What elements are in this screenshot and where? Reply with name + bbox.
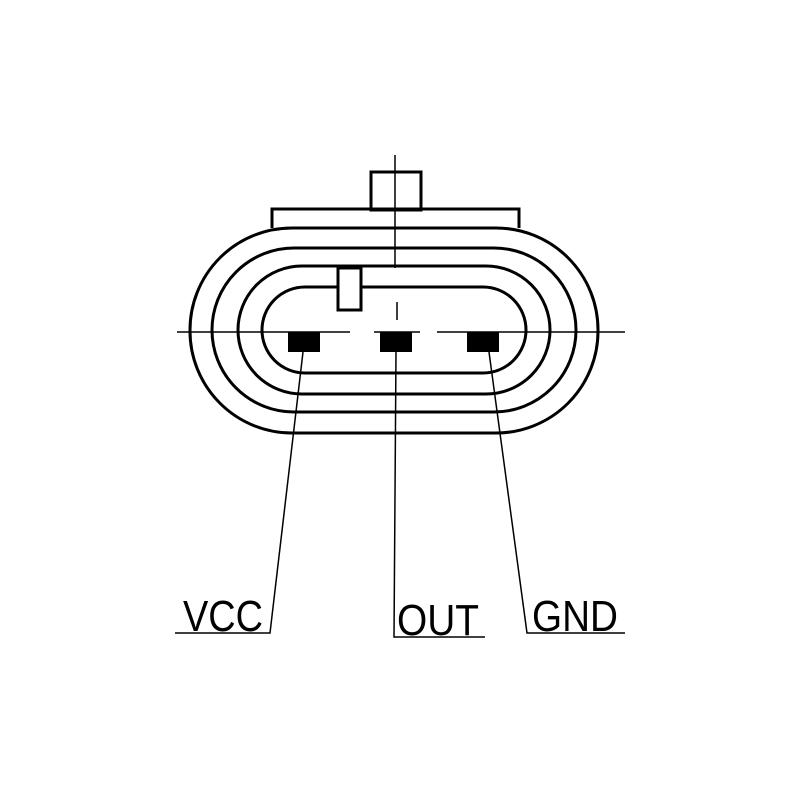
leader-out	[393, 351, 485, 638]
pin-vcc	[288, 332, 320, 352]
connector-latch-tab	[369, 170, 423, 212]
connector-housing-outer	[188, 226, 600, 435]
label-out: OUT	[397, 596, 479, 645]
connector-housing-ring-3	[236, 264, 552, 396]
connector-key	[336, 266, 363, 312]
leader-vcc	[175, 351, 304, 634]
pin-gnd	[467, 332, 499, 352]
connector-cavity	[260, 285, 528, 375]
leader-gnd	[488, 351, 625, 634]
pin-out	[380, 332, 412, 352]
label-gnd: GND	[532, 592, 618, 641]
connector-housing-ring-2	[210, 246, 578, 414]
label-vcc: VCC	[183, 592, 263, 641]
